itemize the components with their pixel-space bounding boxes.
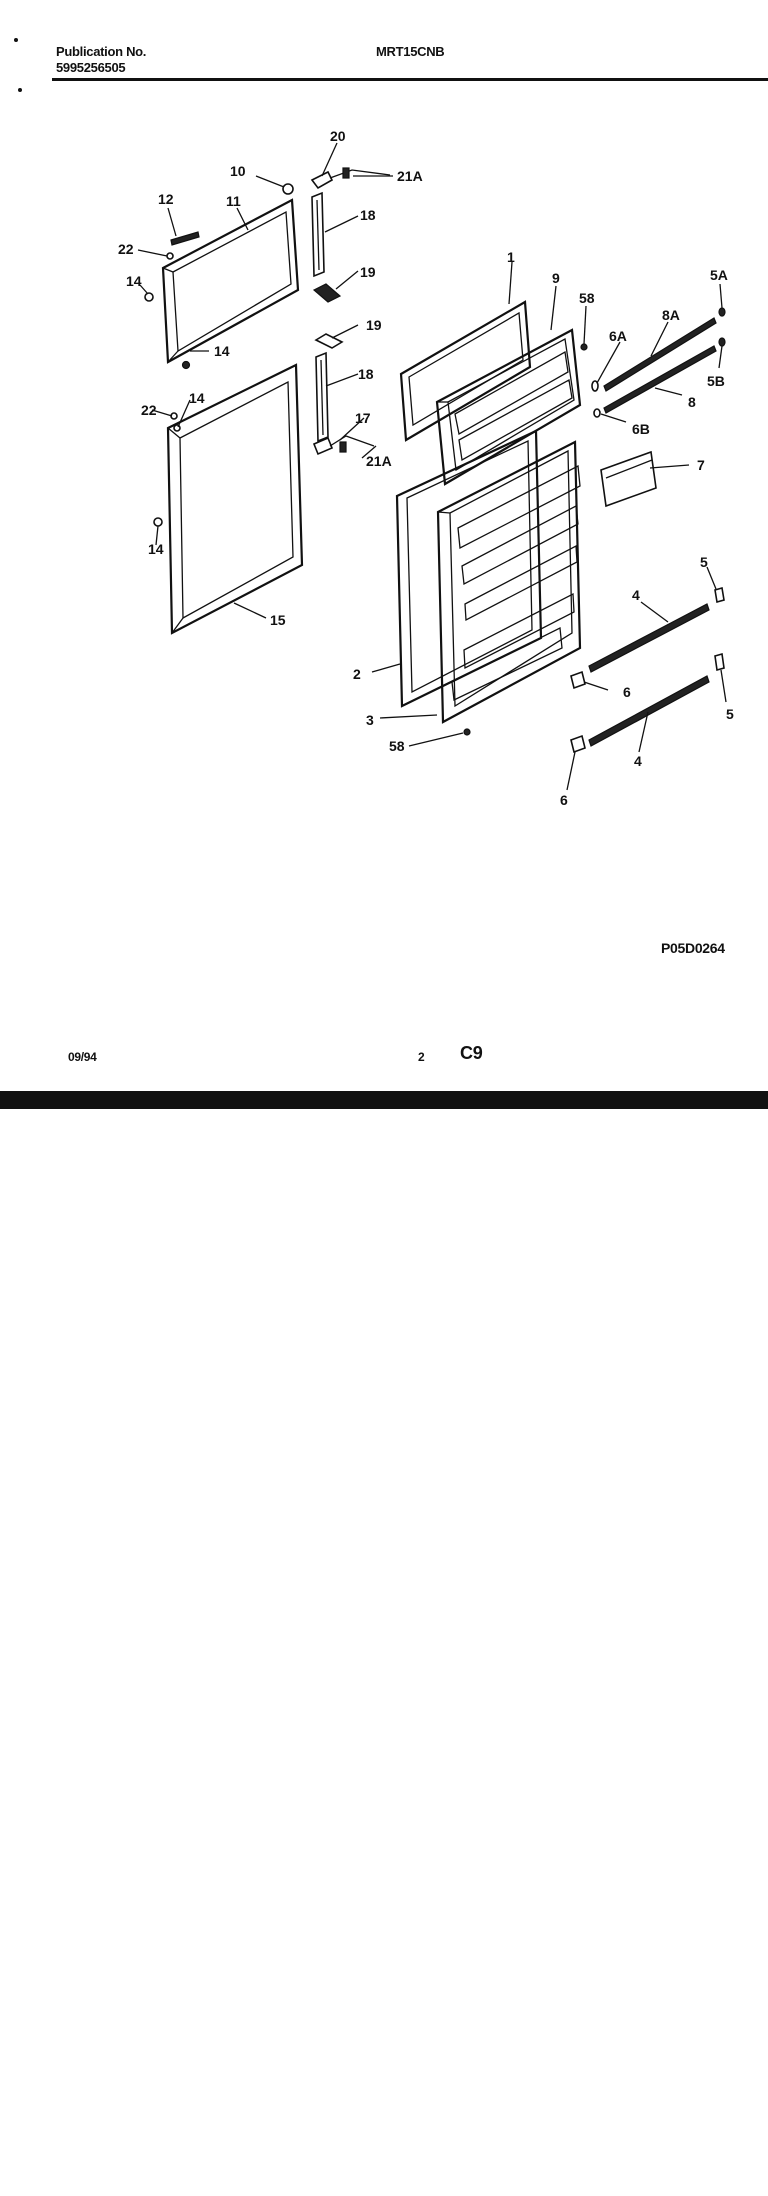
callout-3: 3	[366, 712, 374, 728]
callout-15: 15	[270, 612, 286, 628]
callout-6-upper: 6	[623, 684, 631, 700]
callout-6B: 6B	[632, 421, 650, 437]
freezer-gasket	[399, 300, 532, 442]
callout-5B: 5B	[707, 373, 725, 389]
callout-19-upper: 19	[360, 264, 376, 280]
callout-6-lower: 6	[560, 792, 568, 808]
freezer-handle-lower	[603, 345, 717, 414]
callout-4-upper: 4	[632, 587, 640, 603]
fresh-food-handle-upper	[588, 603, 710, 673]
callout-8: 8	[688, 394, 696, 410]
date-code: 09/94	[68, 1050, 97, 1064]
callout-22-upper: 22	[118, 241, 134, 257]
freezer-liner-frame	[161, 198, 300, 364]
exploded-view-diagram: 10 11 12 22 14 14 20 21A 18 19 19 18 17 …	[118, 128, 734, 808]
callout-1: 1	[507, 249, 515, 265]
freezer-hinge-pin	[282, 183, 294, 195]
callout-20: 20	[330, 128, 346, 144]
callout-21A-upper: 21A	[397, 168, 423, 184]
callout-21A-lower: 21A	[366, 453, 392, 469]
fresh-food-door	[436, 440, 582, 724]
parts-diagram-page: Publication No. 5995256505 MRT15CNB	[0, 38, 768, 2196]
callout-16-upper: 18	[360, 207, 376, 223]
callout-19-lower: 19	[366, 317, 382, 333]
callout-7: 7	[697, 457, 705, 473]
callout-6A: 6A	[609, 328, 627, 344]
callout-14-upper-bottom: 14	[214, 343, 230, 359]
freezer-handle-endcaps	[580, 307, 726, 418]
publication-label: Publication No.	[56, 44, 147, 59]
freezer-door	[435, 328, 582, 486]
fresh-food-handle-lower	[588, 675, 710, 747]
callout-14-lower-left: 14	[148, 541, 164, 557]
callout-10: 10	[230, 163, 246, 179]
fresh-food-liner-frame	[166, 363, 304, 635]
callout-22-lower: 22	[141, 402, 157, 418]
callout-17: 17	[355, 410, 371, 426]
callout-8A: 8A	[662, 307, 680, 323]
callout-14-lower-top: 14	[189, 390, 205, 406]
page-number: 2	[418, 1050, 425, 1064]
corner-mark: 1	[741, 2184, 748, 2196]
dairy-door	[600, 450, 657, 508]
screw-fasteners-upper	[144, 252, 191, 370]
publication-number: 5995256505	[56, 60, 126, 75]
punch-mark	[18, 88, 22, 92]
header-rule	[52, 78, 768, 81]
lower-hinge-bracket	[312, 435, 375, 456]
leader-lines	[137, 142, 727, 791]
lower-door-stop	[315, 351, 329, 443]
handle-trim-strip	[170, 231, 200, 246]
callout-4-lower: 4	[634, 753, 642, 769]
upper-hinge-cover	[312, 283, 342, 303]
model-number: MRT15CNB	[376, 44, 445, 59]
callout-11: 11	[226, 193, 241, 209]
callout-58-lower: 58	[389, 738, 405, 754]
callout-14-upper-left: 14	[126, 273, 142, 289]
lower-hinge-cover	[314, 333, 344, 349]
diagram-code: P05D0264	[661, 940, 725, 956]
callout-5A: 5A	[710, 267, 728, 283]
callout-18-lower: 18	[358, 366, 374, 382]
bottom-bar: 1	[0, 1091, 768, 2196]
callout-labels: 10 11 12 22 14 14 20 21A 18 19 19 18 17 …	[118, 128, 734, 808]
callout-5-lower: 5	[726, 706, 734, 722]
fresh-food-handle-endcaps	[463, 586, 725, 754]
fresh-food-gasket	[395, 429, 543, 708]
callout-2: 2	[353, 666, 361, 682]
callout-9: 9	[552, 270, 560, 286]
freezer-handle-upper	[603, 317, 717, 392]
callout-58-upper: 58	[579, 290, 595, 306]
sheet-code: C9	[460, 1043, 483, 1063]
punch-mark	[14, 38, 18, 42]
upper-door-stop	[311, 191, 325, 278]
callout-12: 12	[158, 191, 174, 207]
callout-5-upper: 5	[700, 554, 708, 570]
